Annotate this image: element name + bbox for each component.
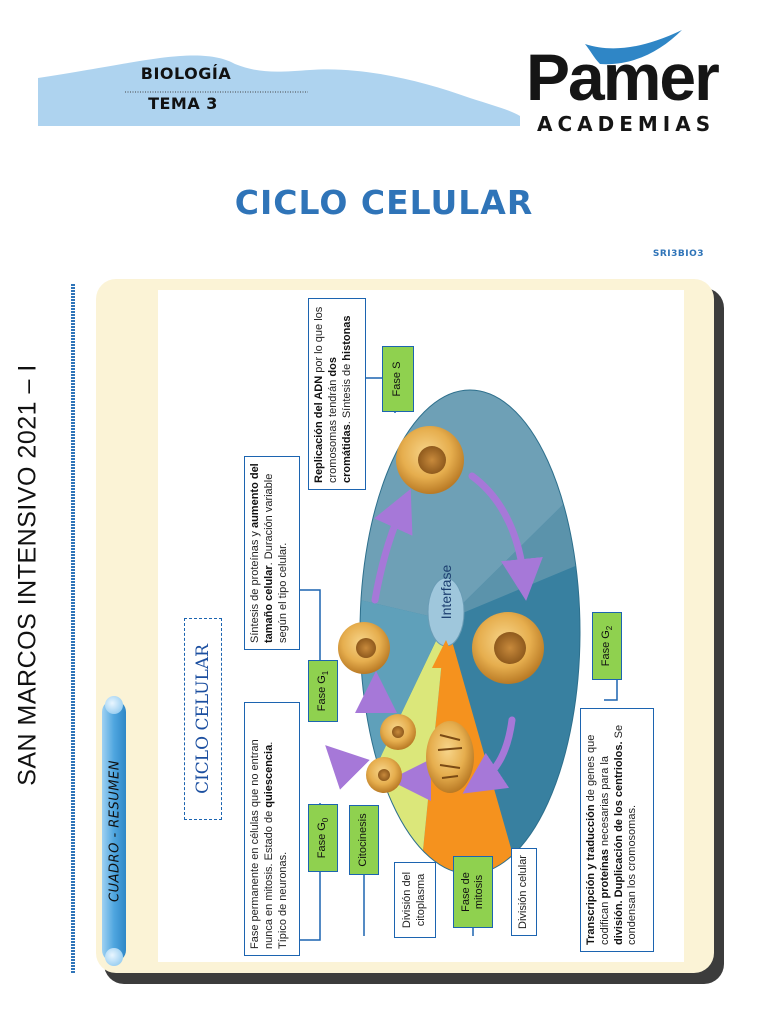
phase-g1-sub: 1 [320, 670, 330, 676]
phase-g1-box: Fase G1 [308, 660, 338, 722]
page-title: CICLO CELULAR [234, 183, 534, 222]
g2-desc-bold-2: proteínas [598, 849, 611, 899]
interphase-label: Interfase [438, 564, 454, 620]
cycle-arrows [325, 472, 543, 801]
page-code: SRI3BIO3 [652, 249, 704, 259]
phase-g0-sub: 0 [320, 817, 330, 823]
side-dotted-rule [71, 284, 75, 974]
brand-logo-text: Pamer [526, 40, 720, 114]
header-banner [38, 30, 682, 126]
citocinesis-desc-text: División del citoplasma [401, 871, 427, 929]
cycle-ellipse [360, 390, 580, 874]
logo-swoosh [585, 30, 682, 65]
cell-s-phase [396, 426, 464, 494]
g0-desc-bold: quiescencia [262, 744, 275, 808]
cell-mitosis [426, 721, 474, 793]
mitosis-description: División celular [511, 848, 537, 936]
cell-g1-phase [338, 622, 390, 674]
diagram-title: CICLO CELULAR [193, 644, 213, 794]
s-desc-bold-3: histonas [340, 315, 353, 361]
citocinesis-description: División del citoplasma [394, 862, 436, 938]
s-description: Replicación del ADN por lo que los cromo… [308, 298, 366, 490]
mitosis-box: Fase de mitosis [453, 856, 493, 928]
citocinesis-box: Citocinesis [349, 805, 379, 875]
phase-s-label: Fase S [391, 361, 404, 397]
g0-description: Fase permanente en células que no entran… [244, 702, 300, 956]
citocinesis-label: Citocinesis [357, 813, 370, 867]
cell-g2-phase [472, 612, 544, 684]
g1-desc-text: Síntesis de proteínas y [249, 528, 261, 643]
g2-desc-bold: Transcripción y traducción [585, 804, 597, 945]
mitosis-label: Fase de mitosis [459, 872, 485, 912]
phase-s-box: Fase S [382, 346, 414, 412]
phase-g1-label: Fase G [315, 675, 328, 712]
phase-g2-label: Fase G [599, 630, 612, 667]
g2-desc-text-2: necesarias para la [598, 756, 611, 849]
card-tab-cap-top [105, 696, 123, 714]
mitosis-desc-text: División celular [517, 855, 530, 929]
topic-label: TEMA 3 [148, 94, 218, 113]
brand-logo-subtitle: ACADEMIAS [537, 112, 716, 136]
phase-g2-sub: 2 [604, 625, 614, 631]
card-tab-cap-bottom [105, 948, 123, 966]
s-desc-bold: Replicación del ADN [313, 375, 325, 483]
s-desc-text-2: . Síntesis de [340, 360, 353, 425]
g1-description: Síntesis de proteínas y aumento del tama… [244, 456, 300, 650]
diagram-title-box: CICLO CELULAR [184, 618, 222, 820]
phase-g2-box: Fase G2 [592, 612, 622, 680]
card-tab [102, 700, 126, 962]
phase-g0-label: Fase G [315, 822, 328, 859]
phase-g0-box: Fase G0 [308, 804, 338, 872]
g2-desc-bold-3: división. Duplicación de los centriolos. [612, 741, 625, 945]
subject-label: BIOLOGÍA [140, 64, 232, 83]
cell-cytokinesis [366, 714, 416, 793]
g2-description: Transcripción y traducción de genes que … [580, 708, 654, 952]
